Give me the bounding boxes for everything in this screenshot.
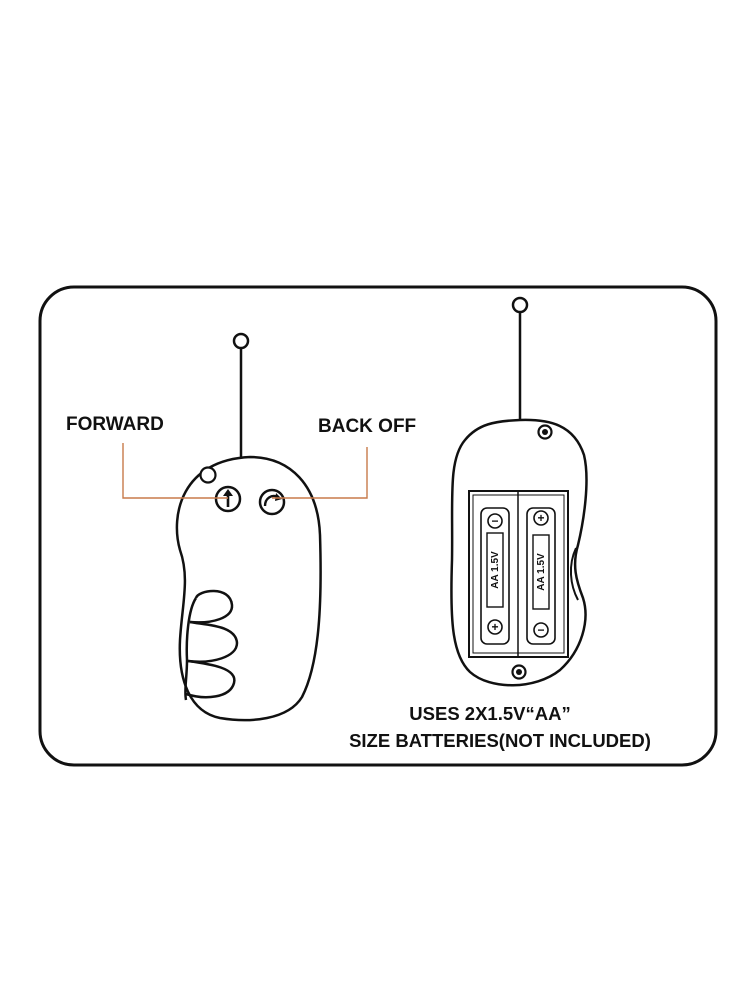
positive-terminal — [533, 510, 549, 526]
negative-symbol-right: − — [537, 623, 544, 637]
positive-symbol-right: + — [537, 511, 544, 525]
remote-body-front — [175, 455, 322, 722]
battery-cell-left: − AA 1.5V + — [480, 507, 510, 645]
positive-symbol-left: + — [491, 620, 498, 634]
grip-edge-back — [570, 547, 579, 601]
forward-leader-line — [122, 443, 228, 499]
grip-ridges — [184, 589, 239, 701]
led-indicator — [199, 466, 217, 484]
screw-top — [537, 424, 553, 440]
negative-symbol-left: − — [491, 514, 498, 528]
curved-arrow-icon — [263, 493, 282, 507]
positive-terminal — [487, 619, 503, 635]
battery-cell-right: + AA 1.5V − — [526, 507, 556, 645]
antenna-tip — [232, 332, 250, 350]
forward-button[interactable] — [214, 485, 242, 513]
leader-lines — [122, 443, 368, 499]
back-off-button[interactable] — [258, 488, 286, 516]
battery-compartment — [468, 490, 569, 658]
diagram-frame — [38, 285, 718, 767]
back-off-leader-line — [272, 447, 368, 499]
antenna-tip-back — [511, 296, 529, 314]
remote-body-back — [450, 418, 588, 687]
screw-bottom — [511, 664, 527, 680]
back-off-label: BACK OFF — [318, 416, 416, 437]
up-arrow-icon — [223, 489, 233, 507]
remote-back-view: − AA 1.5V + + AA 1.5V − USES 2X1.5V“AA” … — [349, 296, 651, 751]
battery-note-line2: SIZE BATTERIES(NOT INCLUDED) — [349, 730, 651, 751]
cell-rating-right: AA 1.5V — [536, 553, 547, 591]
cell-rating-left: AA 1.5V — [490, 551, 501, 589]
forward-label: FORWARD — [66, 414, 164, 435]
negative-terminal — [533, 622, 549, 638]
negative-terminal — [487, 513, 503, 529]
remote-front-view: FORWARD BACK OFF — [66, 332, 416, 722]
battery-note-line1: USES 2X1.5V“AA” — [409, 703, 570, 724]
cell-label-box-right — [532, 534, 550, 610]
cell-label-box-left — [486, 532, 504, 608]
